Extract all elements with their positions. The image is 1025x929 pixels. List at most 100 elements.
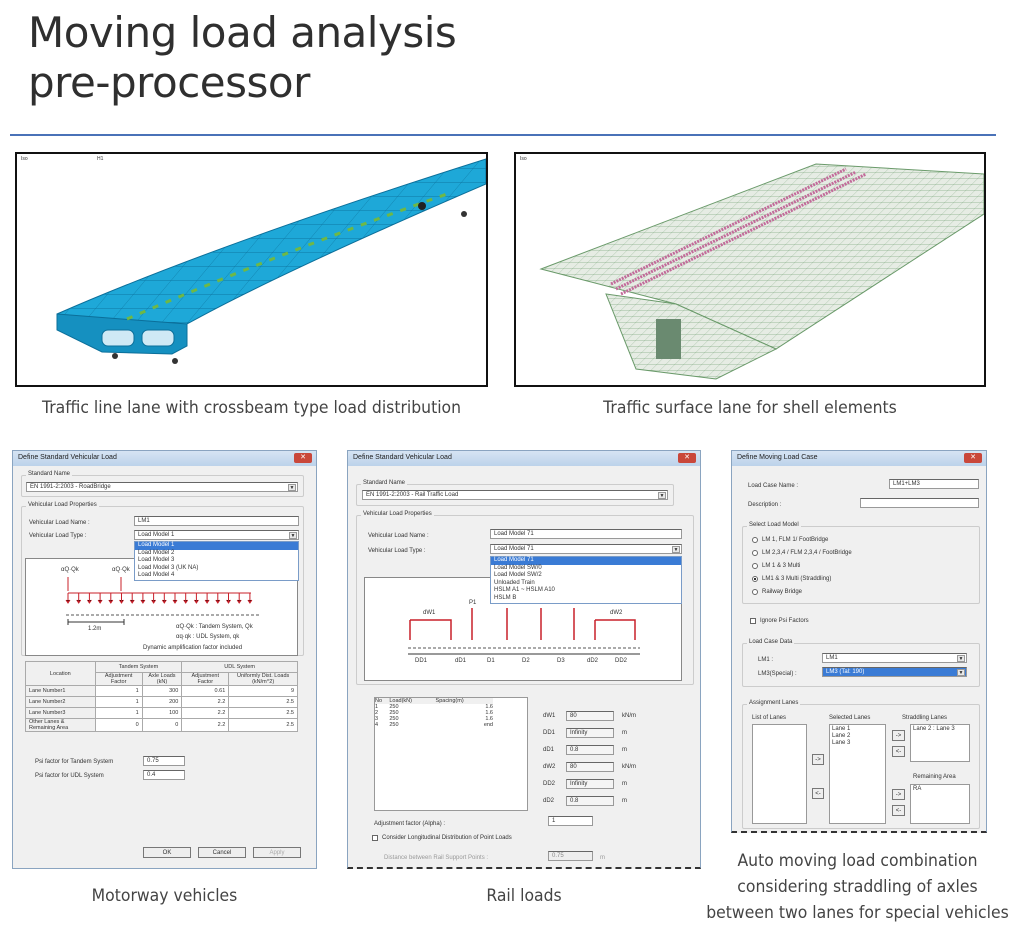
psi-tandem-input[interactable]: 0.75 bbox=[143, 756, 185, 766]
remove-remaining-button[interactable]: <- bbox=[892, 805, 905, 816]
dropdown-option[interactable]: Load Model 2 bbox=[138, 549, 175, 556]
dropdown-option[interactable]: Load Model SW/0 bbox=[494, 564, 542, 571]
dialog-title: Define Standard Vehicular Load bbox=[348, 451, 700, 466]
load-model-label: LM 1 & 3 Multi bbox=[762, 563, 801, 569]
udl-arrow bbox=[172, 593, 178, 604]
vehicular-load-name-input[interactable]: Load Model 71 bbox=[490, 529, 682, 539]
param-input[interactable]: 0.8 bbox=[566, 796, 614, 806]
caption-motorway: Motorway vehicles bbox=[91, 886, 238, 906]
cancel-button[interactable]: Cancel bbox=[198, 847, 246, 858]
rail-load-arrows bbox=[408, 608, 640, 655]
load-model-radio[interactable] bbox=[752, 563, 758, 569]
param-label: dW1 bbox=[543, 713, 556, 719]
dropdown-option[interactable]: Load Model 4 bbox=[138, 572, 175, 578]
rail-load-dialog: Define Standard Vehicular Load ✕ Standar… bbox=[347, 450, 701, 869]
param-input[interactable]: Infinity bbox=[566, 779, 614, 789]
remaining-area-list[interactable]: RA bbox=[910, 784, 970, 824]
alpha-input[interactable]: 1 bbox=[548, 816, 593, 826]
udl-arrow bbox=[65, 593, 71, 604]
ok-button[interactable]: OK bbox=[143, 847, 191, 858]
list-of-lanes[interactable] bbox=[752, 724, 807, 824]
rail-support-distance-input[interactable]: 0.75 bbox=[548, 851, 593, 861]
list-item[interactable]: Lane 2 : Lane 3 bbox=[913, 726, 955, 732]
ignore-psi-checkbox[interactable] bbox=[750, 618, 756, 624]
dropdown-option[interactable]: Unloaded Train bbox=[494, 579, 535, 586]
param-input[interactable]: 80 bbox=[566, 762, 614, 772]
dropdown-option[interactable]: HSLM A1 ~ HSLM A10 bbox=[494, 587, 555, 593]
udl-arrow bbox=[226, 593, 231, 604]
param-label: dW2 bbox=[543, 764, 556, 770]
param-input[interactable]: 80 bbox=[566, 711, 614, 721]
udl-arrow bbox=[119, 593, 124, 604]
standard-name-select[interactable]: EN 1991-2:2003 - RoadBridge▼ bbox=[26, 482, 298, 492]
list-item[interactable]: Lane 2 bbox=[832, 733, 851, 739]
straddling-lanes-list[interactable]: Lane 2 : Lane 3 bbox=[910, 724, 970, 762]
description-input[interactable] bbox=[860, 498, 979, 508]
param-unit: m bbox=[622, 781, 627, 787]
surface-lane-render: Iso bbox=[514, 152, 986, 387]
box-girder-model bbox=[56, 158, 486, 364]
udl-arrow bbox=[161, 593, 167, 604]
load-model-radio[interactable] bbox=[752, 589, 758, 595]
close-button[interactable]: ✕ bbox=[678, 453, 696, 463]
chevron-down-icon: ▼ bbox=[672, 546, 680, 553]
dropdown-option[interactable]: HSLM B bbox=[494, 594, 517, 601]
dropdown-option[interactable]: Load Model 3 bbox=[138, 557, 175, 563]
remove-straddling-button[interactable]: <- bbox=[892, 746, 905, 757]
load-model-label: LM1 & 3 Multi (Straddling) bbox=[762, 576, 832, 582]
apply-button[interactable]: Apply bbox=[253, 847, 301, 858]
load-model-radio[interactable] bbox=[752, 537, 758, 543]
load-type-dropdown[interactable]: Load Model 71 Load Model SW/0 Load Model… bbox=[490, 556, 682, 604]
udl-arrow bbox=[108, 593, 114, 604]
vehicular-load-type-select[interactable]: Load Model 71▼ bbox=[490, 544, 682, 554]
chevron-down-icon: ▼ bbox=[658, 492, 666, 499]
caption-surface: Traffic surface lane for shell elements bbox=[603, 398, 897, 418]
remove-lane-button[interactable]: <- bbox=[812, 788, 824, 799]
add-straddling-button[interactable]: -> bbox=[892, 730, 905, 741]
list-item[interactable]: RA bbox=[913, 786, 922, 792]
vehicular-load-type-select[interactable]: Load Model 1▼ bbox=[134, 530, 299, 540]
udl-arrow bbox=[193, 593, 199, 604]
close-button[interactable]: ✕ bbox=[964, 453, 982, 463]
chevron-down-icon: ▼ bbox=[289, 532, 297, 539]
add-remaining-button[interactable]: -> bbox=[892, 789, 905, 800]
dropdown-option[interactable]: Load Model 1 bbox=[135, 542, 298, 550]
param-input[interactable]: 0.8 bbox=[566, 745, 614, 755]
dropdown-option[interactable]: Load Model 3 (UK NA) bbox=[138, 564, 199, 571]
longitudinal-distribution-checkbox[interactable] bbox=[372, 835, 378, 841]
udl-arrow bbox=[236, 593, 242, 604]
load-model-radio[interactable] bbox=[752, 550, 758, 556]
load-type-dropdown[interactable]: Load Model 1 Load Model 2 Load Model 3 L… bbox=[134, 541, 299, 581]
psi-udl-input[interactable]: 0.4 bbox=[143, 770, 185, 780]
list-item[interactable]: Lane 1 bbox=[832, 726, 851, 732]
udl-arrows bbox=[65, 577, 261, 625]
lm1-select[interactable]: LM1▼ bbox=[822, 653, 967, 663]
load-case-name-input[interactable]: LM1+LM3 bbox=[889, 479, 979, 489]
udl-arrow bbox=[129, 593, 135, 604]
param-unit: kN/m bbox=[622, 713, 636, 719]
load-model-radio[interactable] bbox=[752, 576, 758, 582]
chevron-down-icon: ▼ bbox=[288, 484, 296, 491]
param-input[interactable]: Infinity bbox=[566, 728, 614, 738]
add-lane-button[interactable]: -> bbox=[812, 754, 824, 765]
standard-name-select[interactable]: EN 1991-2:2003 - Rail Traffic Load▼ bbox=[362, 490, 668, 500]
udl-arrow bbox=[86, 593, 92, 604]
list-item[interactable]: Lane 3 bbox=[832, 740, 851, 746]
dropdown-option[interactable]: Load Model 71 bbox=[491, 557, 681, 565]
lm3-special-select[interactable]: LM3 (Tal: 190)▼ bbox=[822, 667, 967, 677]
shell-mesh-model bbox=[539, 163, 984, 380]
param-label: DD1 bbox=[543, 730, 556, 736]
dropdown-option[interactable]: Load Model SW/2 bbox=[494, 572, 542, 578]
udl-arrow bbox=[204, 593, 210, 604]
vehicular-load-name-input[interactable]: LM1 bbox=[134, 516, 299, 526]
close-button[interactable]: ✕ bbox=[294, 453, 312, 463]
